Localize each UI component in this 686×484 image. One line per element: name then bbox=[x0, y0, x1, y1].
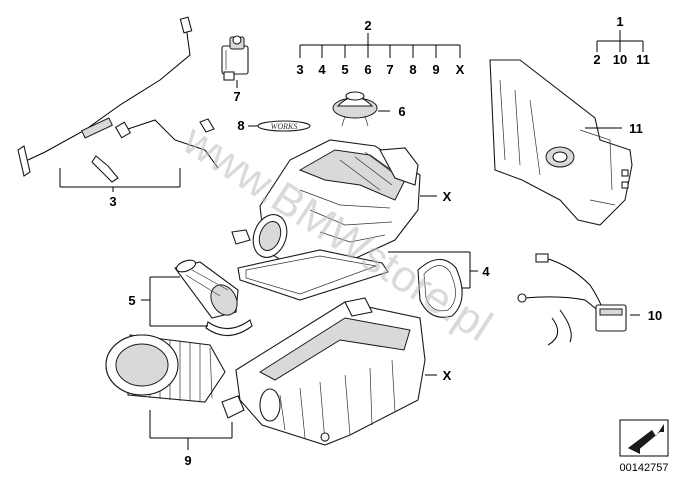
airbox-lower: X bbox=[235, 297, 452, 446]
part-3-linkage: 3 bbox=[17, 16, 219, 209]
label-part-x-lower: X bbox=[443, 368, 452, 383]
label-sub2-9: 9 bbox=[432, 62, 439, 77]
label-group-1: 1 bbox=[616, 14, 623, 29]
label-sub1-2: 2 bbox=[593, 52, 600, 67]
arrow-logo-icon bbox=[619, 419, 669, 457]
label-group-2: 2 bbox=[364, 18, 371, 33]
label-part-5: 5 bbox=[128, 293, 135, 308]
label-part-9: 9 bbox=[184, 453, 191, 468]
label-part-3: 3 bbox=[109, 194, 116, 209]
part-5-hose: 5 bbox=[128, 259, 253, 337]
group-1-tree: 1 2 10 11 bbox=[593, 14, 649, 67]
label-sub1-10: 10 bbox=[613, 52, 627, 67]
label-part-8: 8 bbox=[237, 118, 244, 133]
part-6-cap: 6 bbox=[332, 91, 406, 127]
label-part-4: 4 bbox=[482, 264, 490, 279]
label-sub2-7: 7 bbox=[386, 62, 393, 77]
label-part-x-upper: X bbox=[443, 189, 452, 204]
label-sub2-x: X bbox=[456, 62, 465, 77]
label-sub2-5: 5 bbox=[341, 62, 348, 77]
label-sub2-8: 8 bbox=[409, 62, 416, 77]
part-8-badge: 8 WORKS bbox=[237, 118, 311, 133]
label-part-10: 10 bbox=[648, 308, 662, 323]
part-11-bracket: 11 bbox=[489, 59, 643, 226]
part-4-seals: 4 bbox=[237, 249, 490, 318]
part-7-sensor: 7 bbox=[221, 35, 249, 104]
label-sub2-3: 3 bbox=[296, 62, 303, 77]
label-sub2-6: 6 bbox=[364, 62, 371, 77]
label-sub1-11: 11 bbox=[636, 52, 650, 67]
works-badge-text: WORKS bbox=[271, 122, 298, 131]
label-part-11: 11 bbox=[629, 121, 643, 136]
label-sub2-4: 4 bbox=[318, 62, 326, 77]
group-2-tree: 2 3 4 5 6 7 8 9 X bbox=[296, 18, 464, 77]
label-part-6: 6 bbox=[398, 104, 405, 119]
diagram-code: 00142757 bbox=[620, 462, 669, 474]
label-part-7: 7 bbox=[233, 89, 240, 104]
part-10-harness: 10 bbox=[517, 253, 662, 346]
part-9-filter: 9 bbox=[105, 334, 245, 468]
